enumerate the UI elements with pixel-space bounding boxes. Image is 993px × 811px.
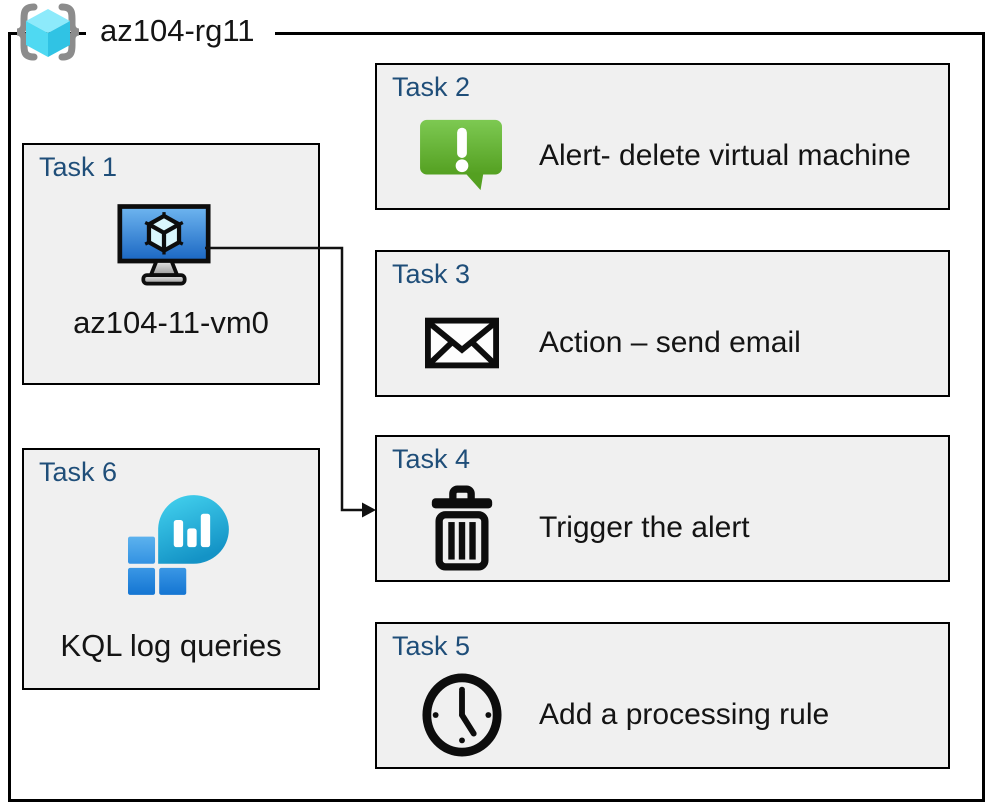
task-3-text: Action – send email [539,325,801,359]
task-4-label: Task 4 [392,444,471,474]
task-4-box: Task 4 Trigger the alert [375,435,950,582]
task-3-box: Task 3 Action – send email [375,250,950,397]
task-5-box: Task 5 Add a processing rule [375,622,950,769]
virtual-machine-icon [117,204,211,286]
log-analytics-icon [128,495,229,595]
task-4-text: Trigger the alert [539,510,750,544]
email-icon [425,317,499,368]
task-5-label: Task 5 [392,631,471,661]
task-2-text: Alert- delete virtual machine [539,138,911,172]
trash-icon [431,484,493,571]
alert-icon [420,119,502,190]
task-1-label: Task 1 [39,152,118,182]
task-1-box: Task 1 az104-11-vm0 [22,143,320,385]
resource-group-header: az104-rg11 [10,0,275,62]
resource-group-icon [16,3,80,61]
task-6-box: Task 6 KQL log queries [22,448,320,690]
task-1-resource-name: az104-11-vm0 [73,305,269,340]
task-2-label: Task 2 [392,72,471,102]
clock-icon [422,673,502,756]
task-6-text: KQL log queries [60,628,282,663]
task-2-box: Task 2 Alert- delete virtual machine [375,63,950,210]
resource-group-title: az104-rg11 [86,0,275,62]
task-6-label: Task 6 [39,457,118,487]
task-3-label: Task 3 [392,259,471,289]
task-5-text: Add a processing rule [539,697,830,731]
resource-group-boundary [8,32,985,802]
